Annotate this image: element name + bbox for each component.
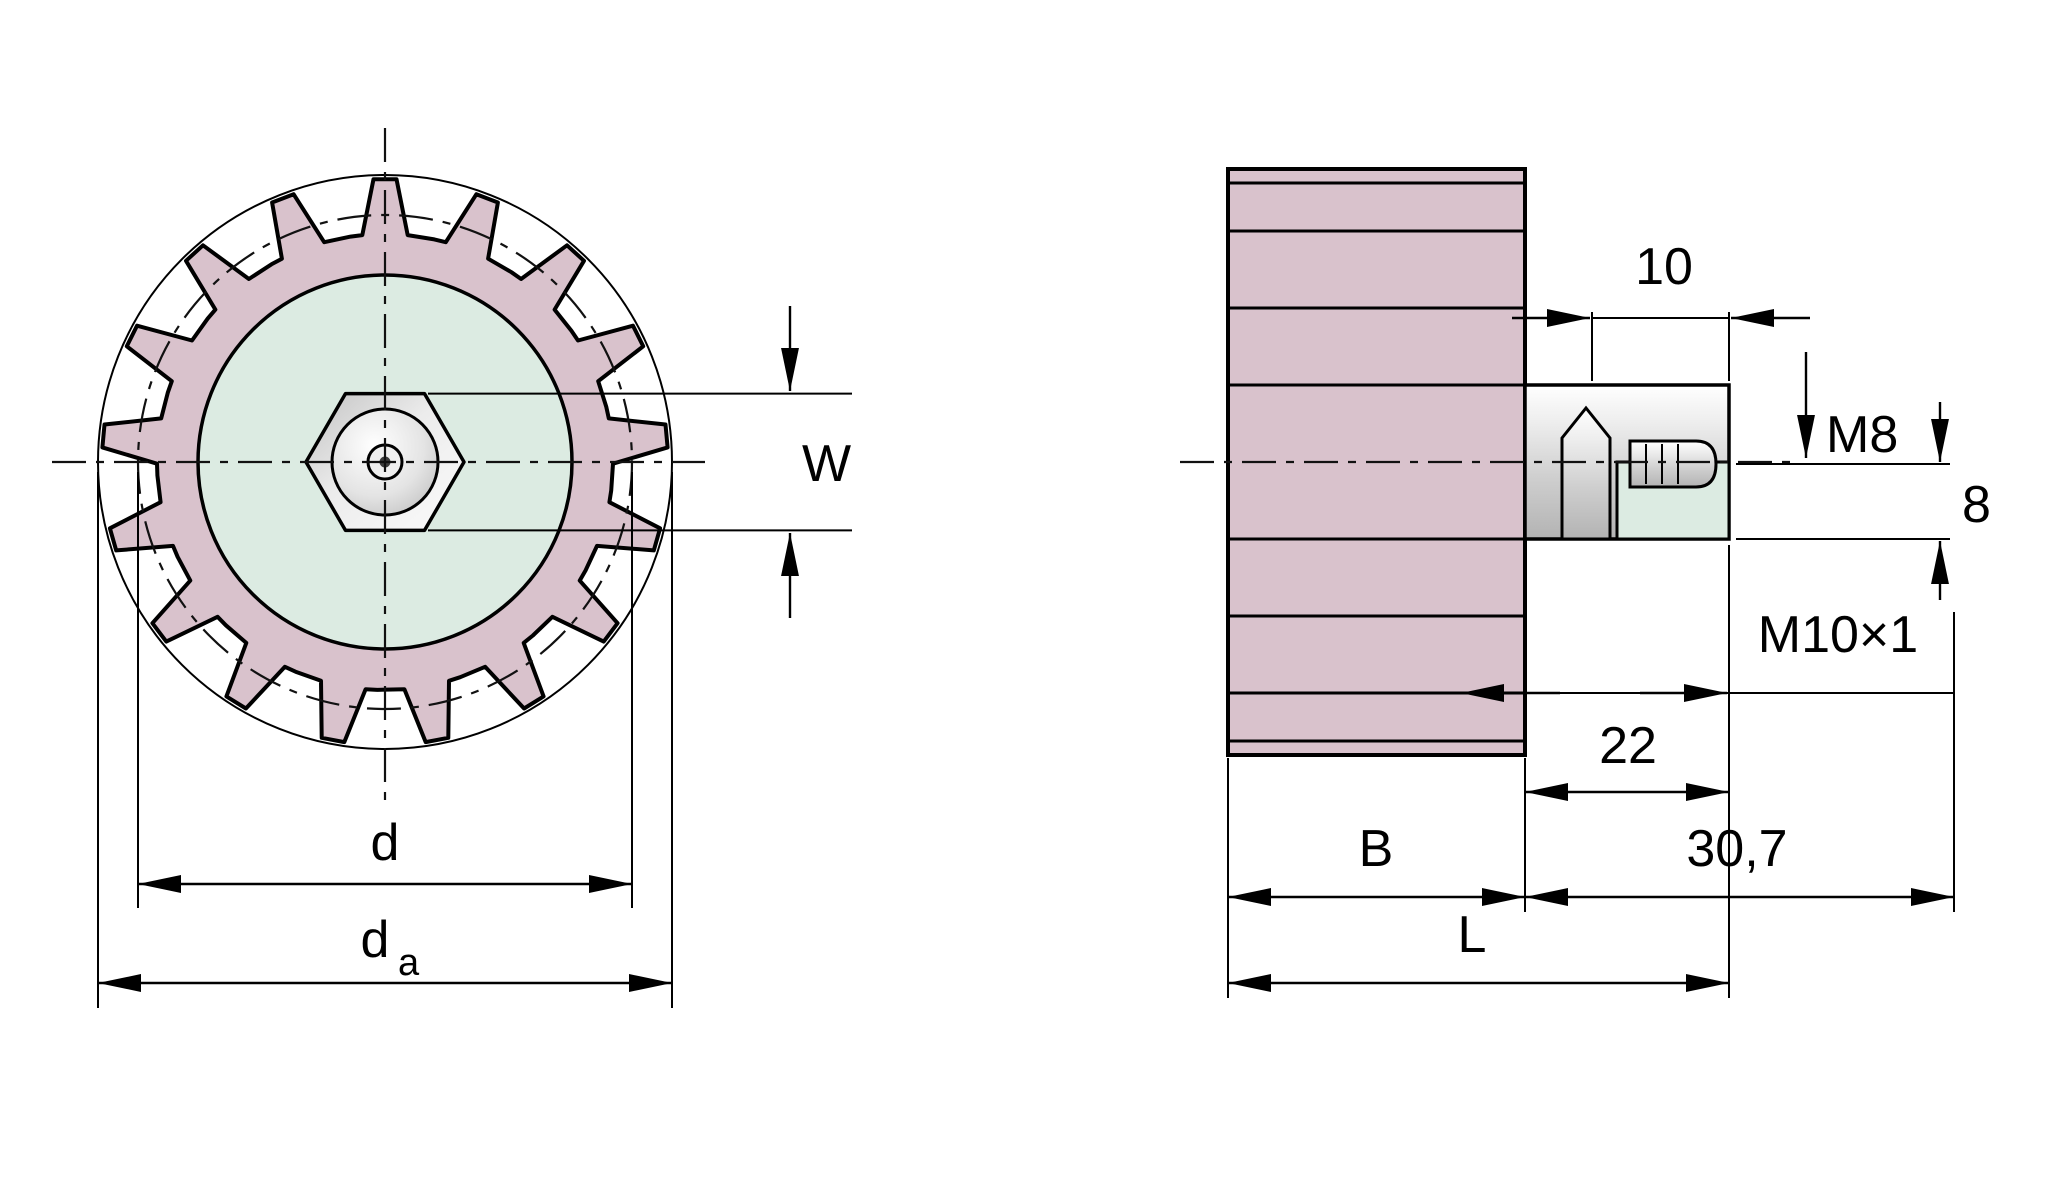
dim-label-30-7: 30,7: [1686, 820, 1787, 878]
m8-stud: [1628, 439, 1718, 489]
dimension-da: d a: [97, 472, 673, 1008]
side-view: 10 M8 8 M10×1 22: [1180, 167, 1991, 998]
callout-m8: M8: [1797, 352, 1898, 464]
dimension-w: W: [428, 306, 852, 618]
dimension-b: B: [1227, 758, 1525, 998]
dimension-10: 10: [1512, 238, 1810, 381]
dim-label-m8: M8: [1826, 406, 1898, 464]
dim-label-l: L: [1458, 906, 1487, 964]
dim-label-8: 8: [1962, 476, 1991, 534]
dim-label-da-subscript: a: [398, 942, 420, 984]
dim-label-da: d: [361, 911, 390, 969]
dimension-d: d: [137, 472, 633, 908]
grease-nipple: [1560, 405, 1612, 541]
dimension-22: 22: [1524, 545, 1730, 998]
dim-label-10: 10: [1635, 238, 1693, 296]
dim-label-m10x1: M10×1: [1758, 606, 1918, 664]
dim-label-b: B: [1359, 820, 1394, 878]
dimension-30-7: 30,7: [1525, 612, 1955, 912]
dimension-l: L: [1228, 906, 1729, 992]
callout-m10x1: M10×1: [1459, 606, 1954, 702]
tooth-profile-lines: [1228, 181, 1525, 743]
dim-label-d: d: [371, 814, 400, 872]
dim-label-w: W: [802, 435, 851, 493]
dim-label-22: 22: [1599, 717, 1657, 775]
front-view: W d d a: [52, 128, 852, 1008]
dimension-8: 8: [1736, 402, 1991, 600]
